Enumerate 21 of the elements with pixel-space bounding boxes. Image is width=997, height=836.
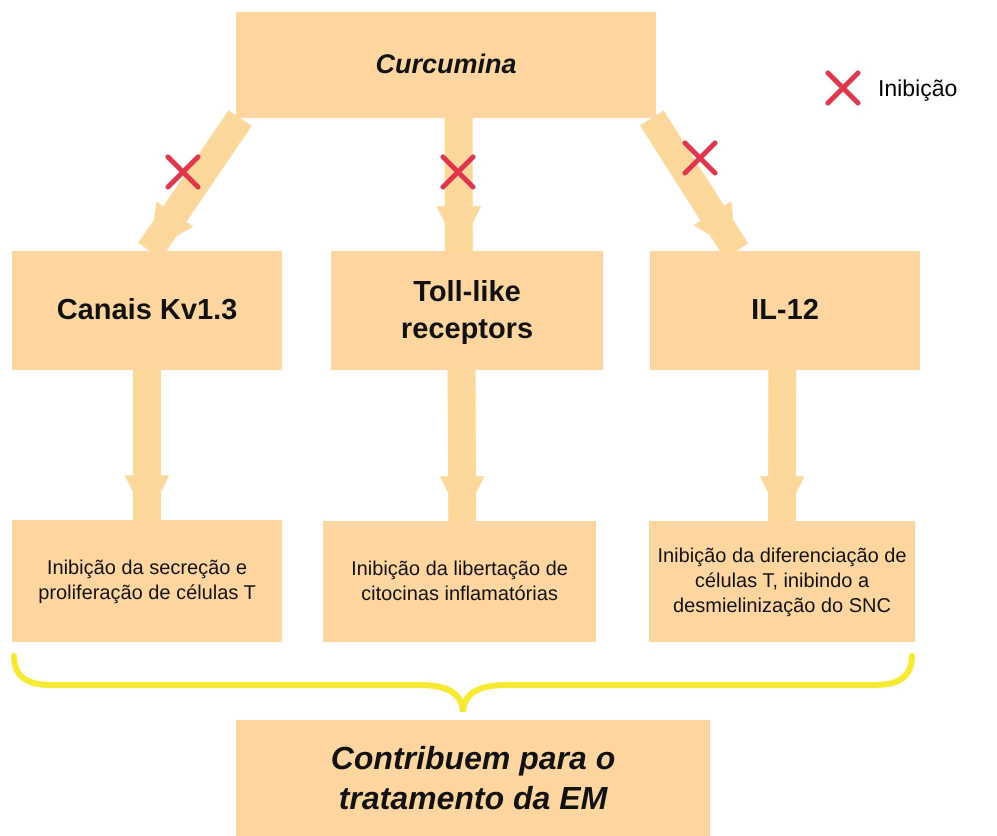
- node-label: Toll-like receptors: [400, 275, 534, 346]
- result-box: [12, 520, 282, 642]
- node-label: Inibição da libertação de citocinas inflamatórias: [350, 556, 569, 606]
- legend-label: Inibição: [878, 74, 958, 102]
- node-label: Canais Kv1.3: [56, 293, 238, 328]
- result-box: [649, 521, 915, 642]
- conclusion-box: [236, 720, 710, 836]
- arrow: [760, 370, 804, 522]
- result-box: [323, 521, 596, 642]
- node-label: Inibição da diferenciação de células T, inibindo a desmielinização do SNC: [656, 544, 908, 619]
- title-box: [236, 12, 656, 118]
- node-label: Curcumina: [375, 48, 517, 82]
- arrow: [440, 370, 484, 522]
- node-label: Inibição da secreção e proliferação de células T: [37, 556, 257, 606]
- arrow: [124, 370, 170, 520]
- arrow: [436, 118, 482, 252]
- process-box: [650, 251, 920, 370]
- node-label: IL-12: [751, 293, 819, 328]
- process-box: [331, 251, 603, 370]
- process-box: [12, 251, 282, 370]
- node-label: Contribuem para o tratamento da EM: [330, 739, 616, 818]
